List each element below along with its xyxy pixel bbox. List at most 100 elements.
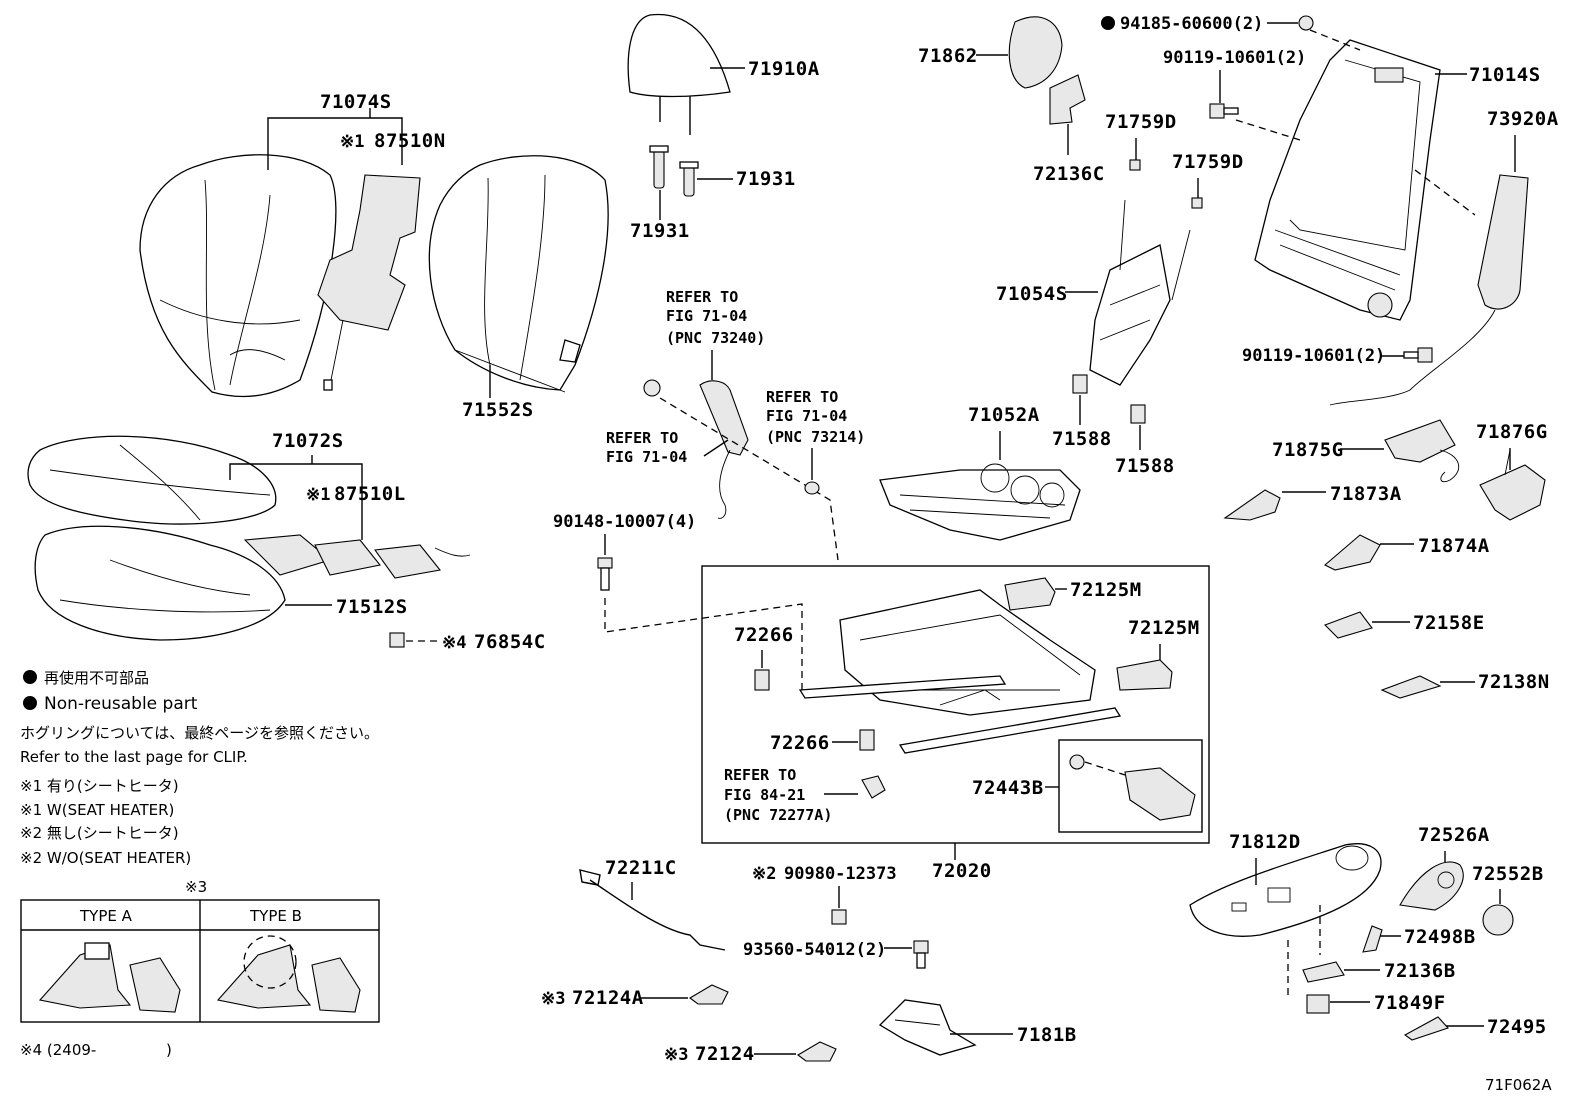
callout-72211C: 72211C (605, 857, 677, 879)
callout-72020: 72020 (932, 860, 992, 882)
legend-note2-en: ※2 W/O(SEAT HEATER) (20, 849, 191, 867)
clip-72266-upper-illustration (754, 669, 770, 691)
legend-note2-jp: ※2 無し(シートヒータ) (20, 824, 179, 842)
callout-72124A: 72124A (572, 987, 644, 1009)
refer-73240-line1: REFER TO (666, 288, 738, 306)
callout-73920A: 73920A (1487, 108, 1559, 130)
callout-71588-left: 71588 (1052, 428, 1112, 450)
refer-72277A-line2: FIG 84-21 (724, 786, 805, 804)
callout-71054S: 71054S (996, 283, 1068, 305)
clip-72136C-illustration (1049, 74, 1086, 125)
clip-72277A-illustration (861, 775, 886, 799)
bracket-71876G-illustration (1479, 449, 1546, 521)
type-b-illustration (216, 935, 361, 1013)
callout-71910A: 71910A (748, 58, 820, 80)
cover-72124A-illustration (689, 984, 729, 1005)
callout-71052A: 71052A (968, 404, 1040, 426)
legend-bullet-jp (23, 670, 37, 684)
callout-71014S: 71014S (1469, 64, 1541, 86)
dashed-buckle (659, 397, 839, 561)
seatback-frame-illustration (1254, 39, 1441, 321)
refer-73240-line2: FIG 71-04 (666, 307, 747, 325)
kome-72124A: ※3 (541, 989, 565, 1009)
kome-76854C: ※4 (442, 633, 466, 653)
adjust-knob-72526A-illustration (1399, 861, 1464, 911)
side-cover-71862-illustration (1008, 16, 1063, 89)
rod-72211C-illustration (579, 869, 726, 951)
side-airbag-illustration (1329, 174, 1529, 406)
seatbelt-buckle-illustration (699, 380, 749, 519)
refer-72277A-line3: (PNC 72277A) (724, 806, 832, 824)
non-reusable-bullet (1101, 16, 1115, 30)
legend-non-reusable-jp: 再使用不可部品 (44, 669, 149, 687)
cover-72125M-upper-illustration (1004, 577, 1056, 611)
seat-adjuster-frame-illustration (798, 589, 1122, 754)
lumbar-support-illustration (1089, 199, 1191, 386)
callout-71812D: 71812D (1229, 831, 1301, 853)
legend-non-reusable-en: Non-reusable part (44, 694, 198, 714)
legend-clip-en: Refer to the last page for CLIP. (20, 748, 248, 766)
kome-90980: ※2 (752, 864, 776, 884)
callout-94185-60600: 94185-60600(2) (1120, 14, 1263, 34)
callout-72495: 72495 (1487, 1016, 1547, 1038)
legend-note1-en: ※1 W(SEAT HEATER) (20, 801, 174, 819)
callout-71876G: 71876G (1476, 421, 1548, 443)
refer-7104-line2: FIG 71-04 (606, 448, 687, 466)
bracket-7181B-illustration (878, 999, 977, 1056)
dashed-71014S-b (1235, 119, 1301, 141)
type-table (20, 899, 380, 1023)
cover-72138N-illustration (1380, 675, 1442, 699)
bolt-90119-lower-illustration (1403, 347, 1433, 363)
wire-harness-71875G-illustration (1384, 419, 1460, 483)
callout-71512S: 71512S (336, 596, 408, 618)
cushion-pad-illustration (34, 525, 286, 641)
legend-bullet-en (23, 696, 37, 710)
refer-73214-line1: REFER TO (766, 388, 838, 406)
inset-72443B-box (1058, 739, 1203, 833)
type-a-label: TYPE A (79, 907, 133, 925)
callout-72125M-lower: 72125M (1128, 617, 1200, 639)
legend-note4-close: ) (166, 1041, 172, 1059)
callout-72498B: 72498B (1404, 926, 1476, 948)
seat-cushion-cover-illustration (27, 435, 277, 525)
type-b-label: TYPE B (249, 907, 302, 925)
callout-71759D-left: 71759D (1105, 111, 1177, 133)
callout-71074S: 71074S (320, 91, 392, 113)
callout-71849F: 71849F (1374, 992, 1446, 1014)
callout-71072S: 71072S (272, 430, 344, 452)
type-a-illustration (38, 942, 181, 1013)
refer-73214-line2: FIG 71-04 (766, 407, 847, 425)
callout-90148-10007: 90148-10007(4) (553, 512, 696, 532)
dashed-90148 (604, 598, 803, 690)
headrest-illustration (627, 13, 731, 135)
callout-87510L: 87510L (334, 483, 406, 505)
callout-7181B: 7181B (1017, 1024, 1077, 1046)
nut-71759D-left-illustration (1129, 159, 1141, 171)
callout-71862: 71862 (918, 45, 978, 67)
cap-washer-illustration (643, 379, 661, 397)
callout-90980-12373: 90980-12373 (784, 864, 897, 884)
cover-72136B-illustration (1302, 961, 1345, 983)
refer-72277A-line1: REFER TO (724, 766, 796, 784)
dashed-71014S-a (1309, 29, 1361, 51)
motor-72443B-illustration (1069, 754, 1196, 821)
refer-73214-line3: (PNC 73214) (766, 428, 865, 446)
callout-72443B: 72443B (972, 777, 1044, 799)
knob-72552B-illustration (1482, 904, 1514, 936)
cover-72124-illustration (797, 1041, 837, 1062)
headrest-guide-illustration (649, 145, 699, 197)
callout-72526A: 72526A (1418, 824, 1490, 846)
legend-clip-jp: ホグリングについては、最終ページを参照ください。 (20, 724, 379, 742)
callout-72158E: 72158E (1413, 612, 1485, 634)
dashed-73920A (1414, 169, 1476, 216)
bolt-90148-illustration (597, 557, 613, 591)
callout-72125M-upper: 72125M (1070, 579, 1142, 601)
callout-71588-right: 71588 (1115, 455, 1175, 477)
legend-note4: ※4 (2409- (20, 1041, 96, 1059)
callout-71874A: 71874A (1418, 535, 1490, 557)
clip-71588-right-illustration (1130, 404, 1146, 424)
seat-heater-cushion-illustration (243, 534, 471, 579)
callout-71552S: 71552S (462, 399, 534, 421)
cover-72158E-illustration (1324, 611, 1373, 639)
